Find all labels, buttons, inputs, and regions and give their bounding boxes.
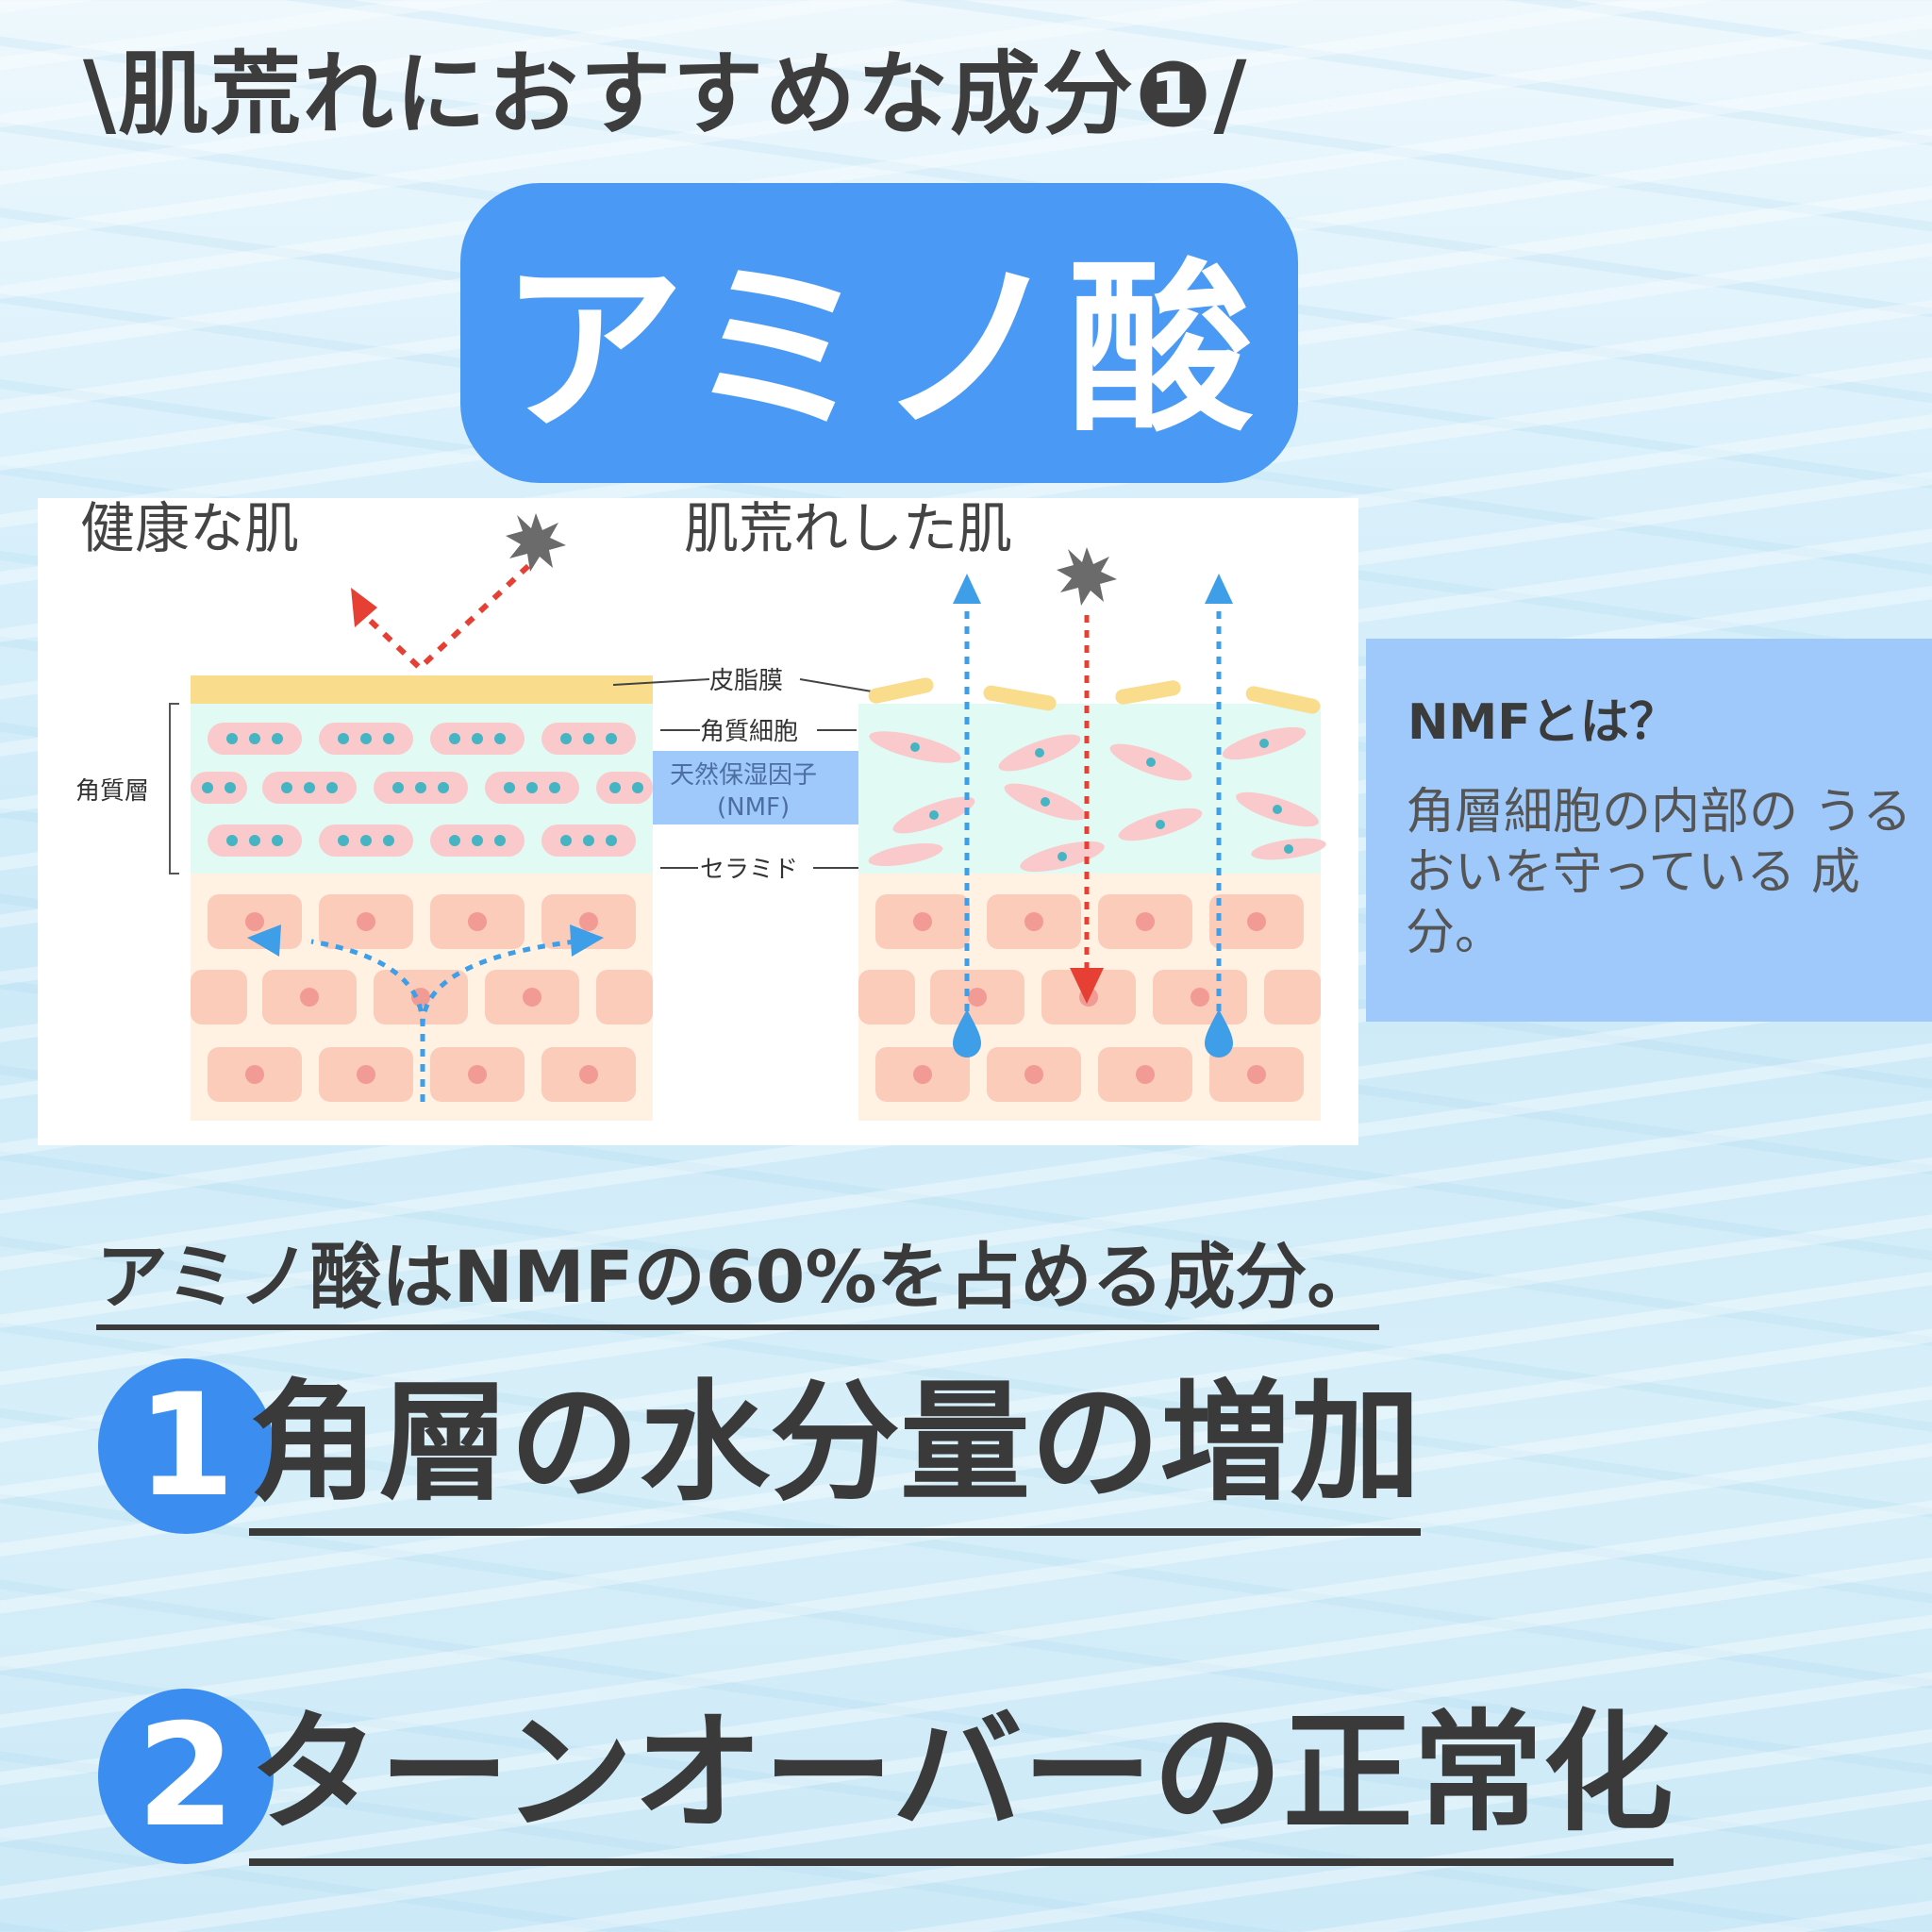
number-badge: 2 (98, 1689, 274, 1864)
page-title: \肌荒れにおすすめな成分❶/ (83, 42, 1249, 147)
benefit-text: ターンオーバーの正常化 (249, 1689, 1674, 1866)
corneocyte-label: 角質細胞 (700, 718, 798, 746)
rough-skin-label: 肌荒れした肌 (684, 498, 1012, 560)
stratum-label: 角質層 (75, 777, 149, 806)
nmf-info-title: NMFとは？ (1407, 694, 1678, 751)
nmf-abbr-label: (NMF) (717, 793, 790, 822)
blue-arrowhead-icon (247, 924, 281, 957)
skin-diagram: 健康な肌 肌荒れした肌 (38, 498, 1358, 1145)
ingredient-badge: アミノ酸 (460, 183, 1298, 483)
corneocyte-cells (191, 723, 653, 857)
nmf-info-body: 角層細胞の内部の うるおいを守っている 成分。 (1406, 784, 1912, 961)
healthy-skin-label: 健康な肌 (80, 498, 299, 560)
nmf-info-box: NMFとは？ 角層細胞の内部の うるおいを守っている 成分。 (1366, 639, 1932, 1022)
benefit-text: 角層の水分量の増加 (249, 1358, 1422, 1536)
blue-arrowhead-icon (570, 924, 604, 957)
healthy-skin-layers (169, 675, 653, 1121)
rough-skin-layers (858, 574, 1326, 1121)
red-arrowhead-icon (351, 588, 377, 627)
ingredient-name: アミノ酸 (499, 242, 1259, 458)
nmf-highlight (653, 751, 877, 824)
irritant-icon (1057, 547, 1117, 606)
irritant-icon (506, 513, 566, 572)
reflect-arrow (358, 563, 531, 673)
blue-arrowhead-icon (953, 574, 981, 604)
number-badge: 1 (98, 1358, 274, 1534)
red-arrowhead-icon (1070, 968, 1104, 1004)
nmf-dots (202, 733, 643, 846)
water-drop-icon (953, 1009, 981, 1058)
stratum-bracket (169, 703, 179, 874)
sebum-layer (191, 675, 653, 704)
sebum-label: 皮脂膜 (709, 667, 783, 695)
nmf-label: 天然保湿因子 (670, 761, 817, 790)
ceramide-label: セラミド (700, 856, 798, 884)
broken-sebum (868, 677, 1321, 714)
water-drop-icon (1205, 1009, 1233, 1058)
moisture-arrow-left (310, 939, 425, 1102)
blue-arrowhead-icon (1205, 574, 1233, 604)
skin-diagram-svg: 健康な肌 肌荒れした肌 (75, 498, 1326, 1121)
nmf-statement: アミノ酸はNMFの60%を占める成分。 (96, 1219, 1379, 1330)
moisture-arrow-right (420, 939, 576, 1027)
